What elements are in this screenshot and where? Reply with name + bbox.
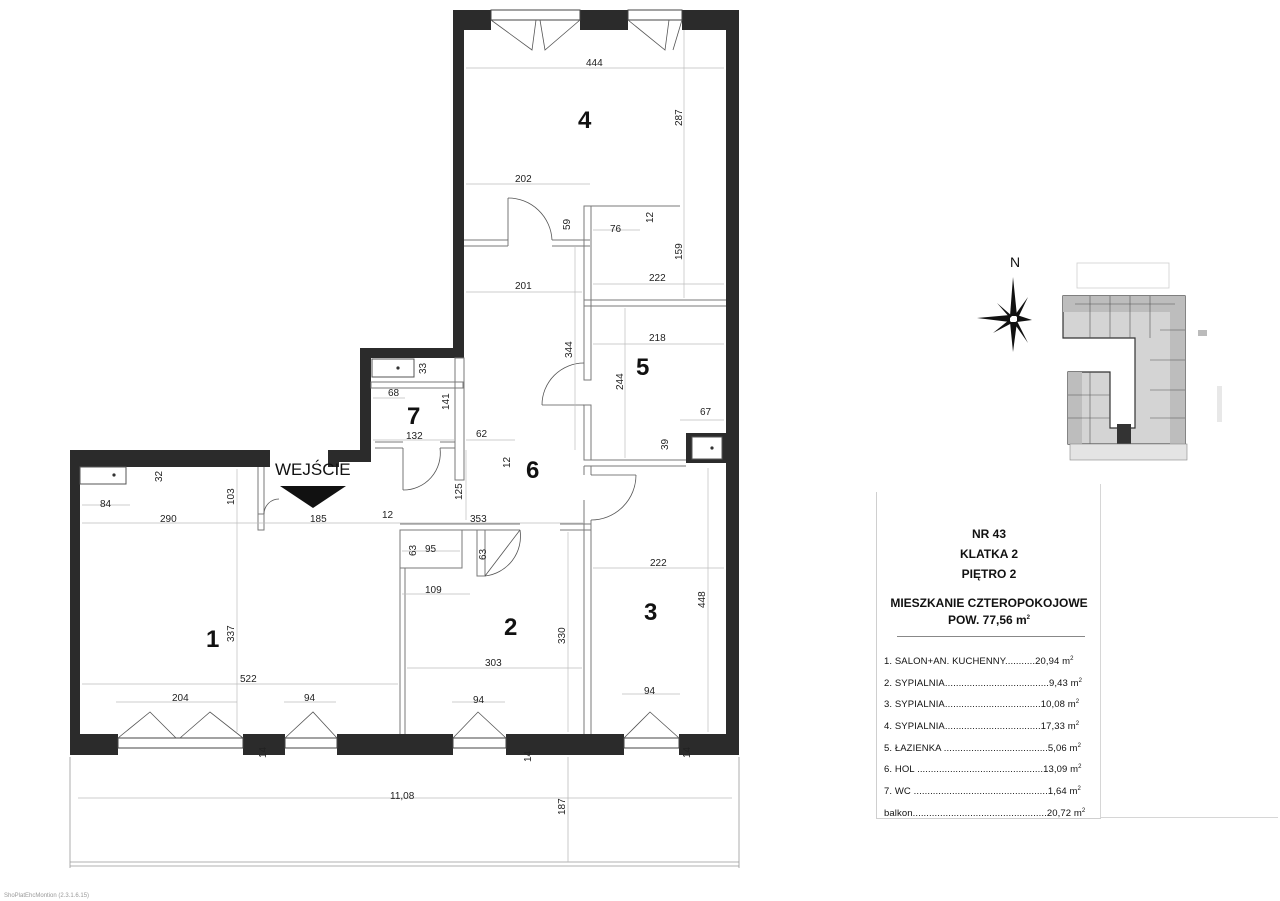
balcony [69,757,740,868]
dim-label: 94 [473,695,485,706]
dim-label: 202 [515,174,532,185]
dim-label: 59 [562,218,573,230]
dim-label: 39 [660,438,671,450]
dim-label: 290 [160,514,177,525]
dim-label: 201 [515,281,532,292]
dim-label: 14 [258,746,269,758]
dim-label: 12 [382,510,394,521]
dim-label: 67 [700,407,712,418]
list-item: 7. WC ..................................… [884,785,1081,798]
dim-label: 12 [502,456,513,468]
dim-label: 63 [408,544,419,556]
list-item: 3. SYPIALNIA............................… [884,699,1080,711]
dim-label: 63 [478,548,489,560]
dim-label: 94 [644,686,656,697]
dim-label: 244 [615,373,626,390]
apartment-number: NR 43 [971,527,1006,541]
apartment-area: POW. 77,56 m2 [947,613,1031,627]
north-label: N [1010,254,1020,270]
dimension-guides [82,30,724,732]
room-number-4: 4 [578,107,592,134]
list-item: 2. SYPIALNIA............................… [884,677,1083,689]
room-labels: 1 2 3 4 5 6 7 [206,107,657,653]
dim-label: 218 [649,333,666,344]
list-item: 4. SYPIALNIA............................… [884,720,1080,733]
room-number-7: 7 [407,403,420,430]
footer-text: ShoPlatEhcMontion (2.3.1.6.15) [4,893,89,899]
room-area-list: 1. SALON+AN. KUCHENNY...........20,94 m2… [884,650,1099,823]
list-item: balkon..................................… [884,807,1086,819]
dim-label: 11,08 [390,791,415,802]
apartment-header: NR 43 KLATKA 2 PIĘTRO 2 [877,524,1101,584]
room-number-2: 2 [504,614,517,641]
staircase-label: KLATKA 2 [960,547,1018,561]
interior-walls [257,205,726,734]
apartment-type-block: MIESZKANIE CZTEROPOKOJOWE POW. 77,56 m2 [877,596,1101,628]
dim-label: 62 [476,429,488,440]
legend-separator [897,636,1085,637]
dim-label: 185 [310,514,327,525]
apartment-type: MIESZKANIE CZTEROPOKOJOWE [890,596,1088,610]
dim-label: 33 [418,362,429,374]
apartment-legend: NR 43 KLATKA 2 PIĘTRO 2 MIESZKANIE CZTER… [876,492,1101,819]
room-number-6: 6 [526,457,539,484]
dim-label: 14 [682,746,693,758]
dim-label: 12 [645,211,656,223]
dim-label: 103 [226,488,237,505]
door-swings [117,19,683,739]
dim-label: 330 [557,627,568,644]
shafts [79,358,723,485]
shaft-markers [112,366,714,477]
dim-label: 132 [406,431,423,442]
dim-label: 448 [697,591,708,608]
dim-label: 204 [172,693,189,704]
dim-label: 337 [226,625,237,642]
dim-label: 344 [564,341,575,358]
dim-label: 287 [674,109,685,126]
list-item: 5. ŁAZIENKA ............................… [884,742,1081,754]
dim-label: 159 [674,243,685,260]
building-keyplan [1062,262,1222,461]
dim-label: 68 [388,388,400,399]
dim-label: 353 [470,514,487,525]
entrance-label: WEJŚCIE [275,460,351,479]
list-item: 6. HOL .................................… [884,764,1082,776]
dim-label: 222 [649,273,666,284]
list-item: 1. SALON+AN. KUCHENNY...........20,94 m2 [884,656,1074,668]
windows [117,9,683,749]
legend-divider [1100,817,1278,818]
dim-label: 95 [425,544,437,555]
dim-label: 522 [240,674,257,685]
room-number-5: 5 [636,354,649,381]
dim-label: 125 [454,483,465,500]
room-number-3: 3 [644,599,657,626]
dim-label: 187 [557,798,568,815]
dim-label: 109 [425,585,442,596]
dim-label: 222 [650,558,667,569]
floor-label: PIĘTRO 2 [961,567,1017,581]
dim-label: 76 [610,224,622,235]
dim-label: 94 [304,693,316,704]
dim-label: 141 [441,393,452,410]
legend-divider [1100,484,1101,818]
dimension-labels: 444 287 202 59 76 12 159 201 222 218 344… [100,58,712,815]
dim-label: 32 [154,470,165,482]
entrance-arrow-icon [280,486,346,508]
dim-label: 303 [485,658,502,669]
dim-label: 14 [523,750,534,762]
dim-label: 84 [100,499,112,510]
room-number-1: 1 [206,626,219,653]
dim-label: 444 [586,58,603,69]
compass-icon [977,277,1032,352]
